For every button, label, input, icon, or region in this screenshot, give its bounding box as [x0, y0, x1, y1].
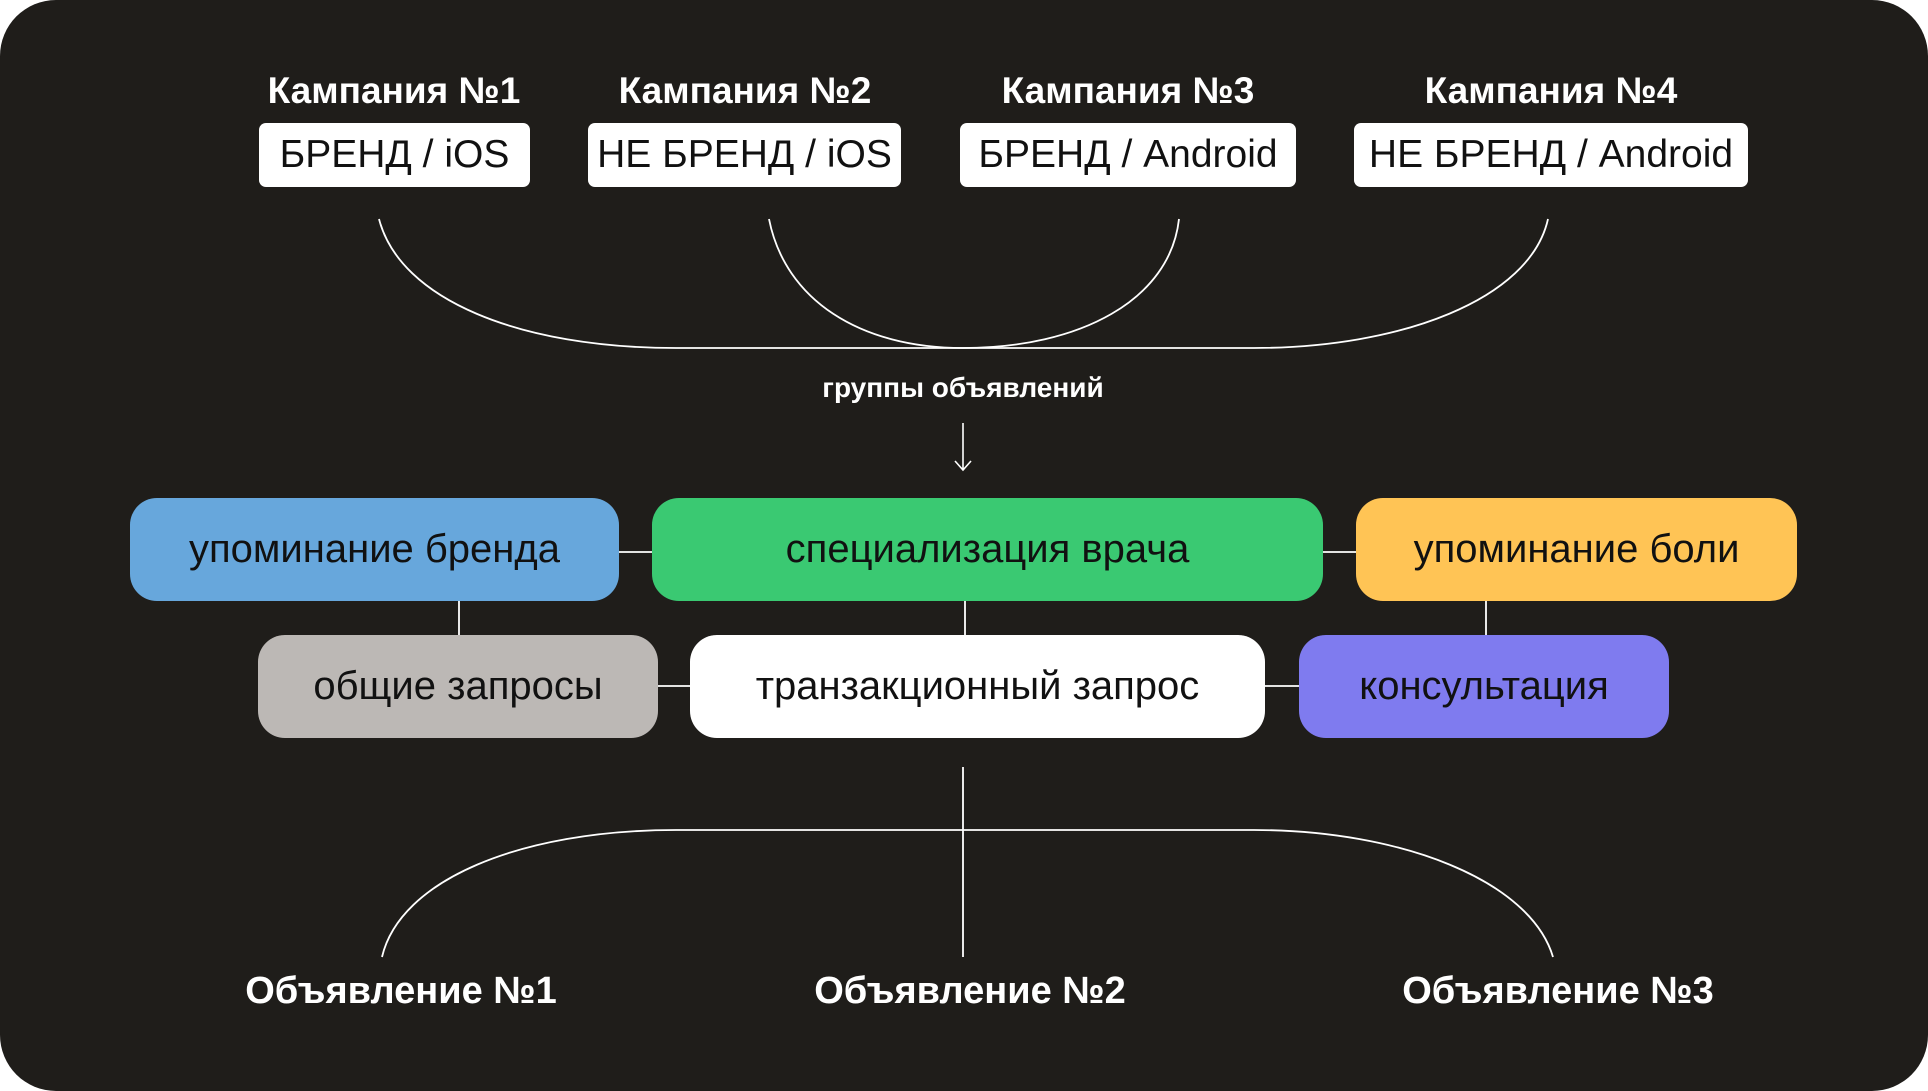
- campaign-curve-outer: [378, 218, 1549, 349]
- campaign-3-title: Кампания №3: [1001, 70, 1255, 111]
- group-doctor-specialization: специализация врача: [652, 498, 1323, 601]
- group-general-queries: общие запросы: [258, 635, 658, 738]
- campaign-3-label: БРЕНД / Android: [960, 123, 1296, 187]
- ad-2-label: Объявление №2: [814, 970, 1126, 1012]
- down-arrow-icon: [954, 423, 972, 472]
- group-brand-mention: упоминание бренда: [130, 498, 619, 601]
- campaign-1-label: БРЕНД / iOS: [259, 123, 530, 187]
- group-pain-mention: упоминание боли: [1356, 498, 1797, 601]
- connector-v: [458, 601, 1487, 635]
- ads-curve: [381, 829, 1554, 958]
- campaign-2-label: НЕ БРЕНД / iOS: [588, 123, 901, 187]
- ad-1-label: Объявление №1: [245, 970, 557, 1012]
- group-transactional-query: транзакционный запрос: [690, 635, 1265, 738]
- ad-3-label: Объявление №3: [1402, 970, 1714, 1012]
- campaign-2-title: Кампания №2: [618, 70, 872, 111]
- group-consultation: консультация: [1299, 635, 1669, 738]
- campaign-4-label: НЕ БРЕНД / Android: [1354, 123, 1748, 187]
- campaign-1-title: Кампания №1: [267, 70, 521, 111]
- campaign-curve-inner: [768, 218, 1180, 349]
- campaign-4-title: Кампания №4: [1424, 70, 1678, 111]
- ad-groups-label: группы объявлений: [822, 372, 1104, 403]
